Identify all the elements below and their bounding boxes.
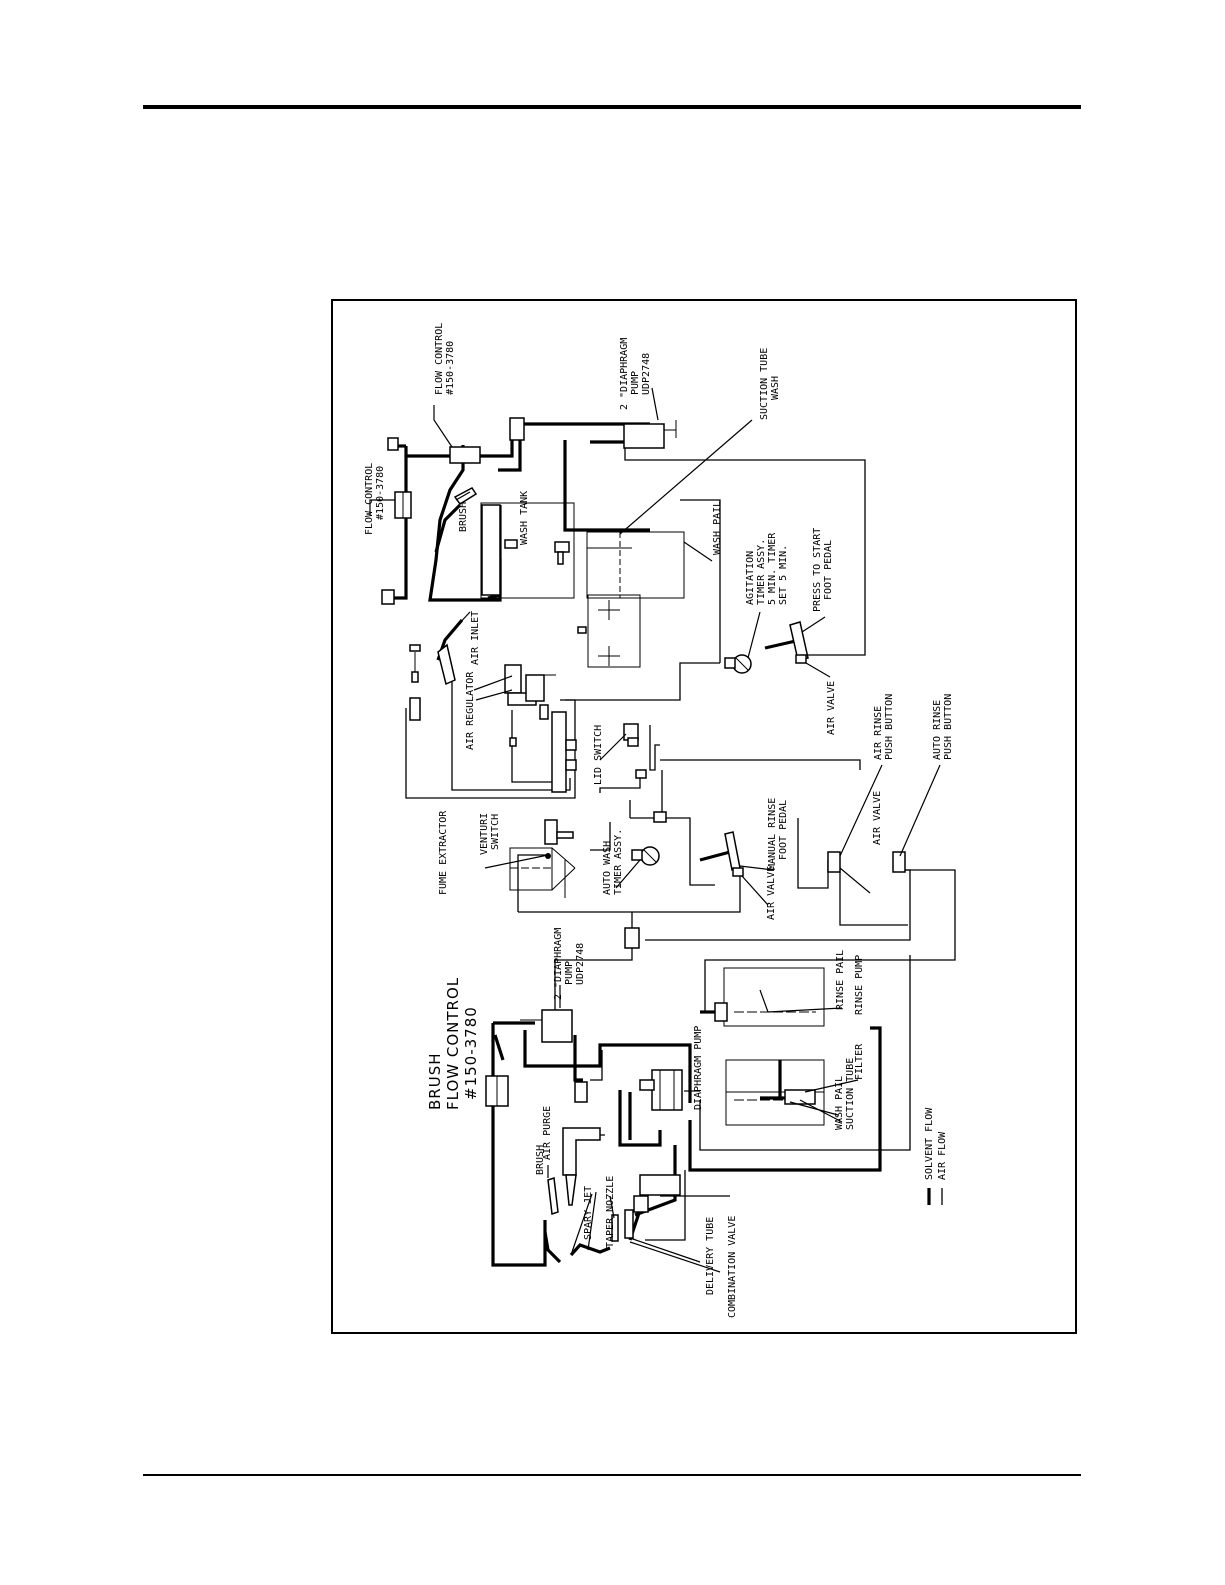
air-manifold bbox=[551, 711, 567, 793]
label-fume-extractor: FUME EXTRACTOR bbox=[438, 810, 449, 895]
label-auto-rinse-2: PUSH BUTTON bbox=[943, 694, 954, 760]
label-delivery-tube: DELIVERY TUBE bbox=[705, 1217, 716, 1295]
label-wash-pail-2: WASH PAIL bbox=[834, 1076, 845, 1130]
label-agitation-3: 5 MIN. TIMER bbox=[767, 532, 778, 605]
brush-top-icon bbox=[453, 487, 478, 506]
auto-rinse-button bbox=[892, 851, 906, 873]
label-pump-bottom-1: 2 "DIAPHRAGM bbox=[553, 928, 564, 1000]
diaphragm-pump-top bbox=[623, 423, 665, 449]
brush-bottom-icon bbox=[547, 1176, 559, 1216]
footer-rule bbox=[143, 1474, 1081, 1476]
label-air-rinse-1: AIR RINSE bbox=[873, 706, 884, 760]
air-purge-gun bbox=[562, 1127, 601, 1176]
label-air-regulator: AIR REGULATOR bbox=[465, 671, 476, 750]
label-spray-jet: SPARY JET bbox=[583, 1186, 594, 1240]
label-lid-switch: LID SWITCH bbox=[593, 725, 604, 785]
label-diaphragm-pump: DIAPHRAGM PUMP bbox=[693, 1026, 704, 1110]
label-pump-top-3: UDP2748 bbox=[641, 353, 652, 395]
combination-valve bbox=[633, 1195, 649, 1213]
label-air-valve-2: AIR VALVE bbox=[766, 866, 777, 920]
venturi-switch bbox=[544, 819, 558, 845]
label-auto-wash-2: TIMER ASSY. bbox=[613, 829, 624, 895]
press-to-start-pedal bbox=[789, 621, 809, 661]
label-manual-rinse-1: MANUAL RINSE bbox=[767, 798, 778, 870]
air-rinse-button bbox=[827, 851, 841, 873]
legend-solvent-flow: SOLVENT FLOW bbox=[924, 1107, 935, 1180]
label-agitation-2: TIMER ASSY. bbox=[756, 539, 767, 605]
solvent-lines bbox=[388, 422, 882, 1267]
label-pump-bottom-2: PUMP bbox=[564, 961, 575, 985]
label-pump-bottom-3: UDP2748 bbox=[575, 943, 586, 985]
label-auto-wash-1: AUTO WASH bbox=[602, 841, 613, 895]
label-air-rinse-2: PUSH BUTTON bbox=[884, 694, 895, 760]
legend-air-flow: AIR FLOW bbox=[937, 1131, 948, 1180]
label-filter: FILTER bbox=[854, 1043, 865, 1080]
label-brush-fc-2: FLOW CONTROL bbox=[444, 977, 462, 1110]
label-agitation-4: SET 5 MIN. bbox=[778, 545, 789, 605]
label-brush-fc-3: #150-3780 bbox=[462, 1006, 480, 1100]
label-manual-rinse-2: FOOT PEDAL bbox=[778, 800, 789, 860]
label-auto-rinse-1: AUTO RINSE bbox=[932, 700, 943, 760]
label-agitation-1: AGITATION bbox=[745, 551, 756, 605]
label-wash-pail: WASH PAIL bbox=[712, 501, 723, 555]
wash-tank bbox=[481, 504, 501, 596]
label-pump-top-2: PUMP bbox=[630, 371, 641, 395]
components bbox=[381, 417, 906, 1264]
label-air-purge: AIR PURGE bbox=[542, 1106, 553, 1160]
label-flow-control-left-pn: #150-3780 bbox=[375, 466, 386, 520]
label-venturi-1: VENTURI bbox=[479, 813, 490, 855]
fume-extractor bbox=[509, 847, 553, 891]
air-gun-icon bbox=[437, 643, 456, 686]
label-suction-tube-3: SUCTION TUBE bbox=[845, 1058, 856, 1130]
label-brush-fc-1: BRUSH bbox=[426, 1053, 444, 1111]
diagram-frame bbox=[331, 299, 1077, 1334]
label-suction-tube-wash: WASH bbox=[770, 376, 781, 400]
label-flow-control-left: FLOW CONTROL bbox=[364, 463, 375, 535]
label-brush-bottom: BRUSH bbox=[535, 1145, 546, 1175]
label-rinse-pail: RINSE PAIL bbox=[835, 950, 846, 1010]
label-rinse-pump: RINSE PUMP bbox=[854, 955, 865, 1015]
label-press-start-1: PRESS TO START bbox=[812, 528, 823, 612]
label-flow-control-top-pn: #150-3780 bbox=[445, 341, 456, 395]
label-air-valve-1: AIR VALVE bbox=[826, 681, 837, 735]
air-gun-valve bbox=[409, 697, 421, 721]
label-suction-tube: SUCTION TUBE bbox=[759, 348, 770, 420]
legend: SOLVENT FLOW AIR FLOW bbox=[924, 1107, 948, 1205]
header-rule bbox=[143, 105, 1081, 109]
air-purge-fitting bbox=[574, 1081, 588, 1103]
leader-lines bbox=[369, 387, 941, 1273]
label-pump-top-1: 2 "DIAPHRAGM bbox=[619, 338, 630, 410]
wash-pail-top bbox=[586, 531, 685, 599]
label-flow-control-top: FLOW CONTROL bbox=[434, 323, 445, 395]
rinse-pail bbox=[723, 967, 825, 1027]
label-brush-top: BRUSH bbox=[458, 502, 469, 532]
labels: FLOW CONTROL #150-3780 FLOW CONTROL #150… bbox=[364, 323, 954, 1318]
label-taper-nozzle: TAPER NOZZLE bbox=[605, 1176, 616, 1248]
air-lines bbox=[405, 448, 956, 1241]
filter bbox=[784, 1089, 816, 1105]
air-regulator bbox=[504, 664, 522, 694]
flow-control-valve-top bbox=[449, 446, 481, 464]
manifold-block bbox=[587, 594, 641, 668]
label-venturi-2: SWITCH bbox=[490, 814, 501, 850]
label-combination-valve: COMBINATION VALVE bbox=[727, 1216, 738, 1318]
label-air-valve-3: AIR VALVE bbox=[872, 791, 883, 845]
diaphragm-pump-small bbox=[651, 1069, 683, 1111]
label-wash-tank: WASH TANK bbox=[519, 491, 530, 545]
diaphragm-pump-bottom bbox=[541, 1009, 573, 1043]
label-air-inlet: AIR INLET bbox=[470, 611, 481, 665]
label-press-start-2: FOOT PEDAL bbox=[823, 540, 834, 600]
manual-rinse-pedal bbox=[724, 831, 741, 871]
